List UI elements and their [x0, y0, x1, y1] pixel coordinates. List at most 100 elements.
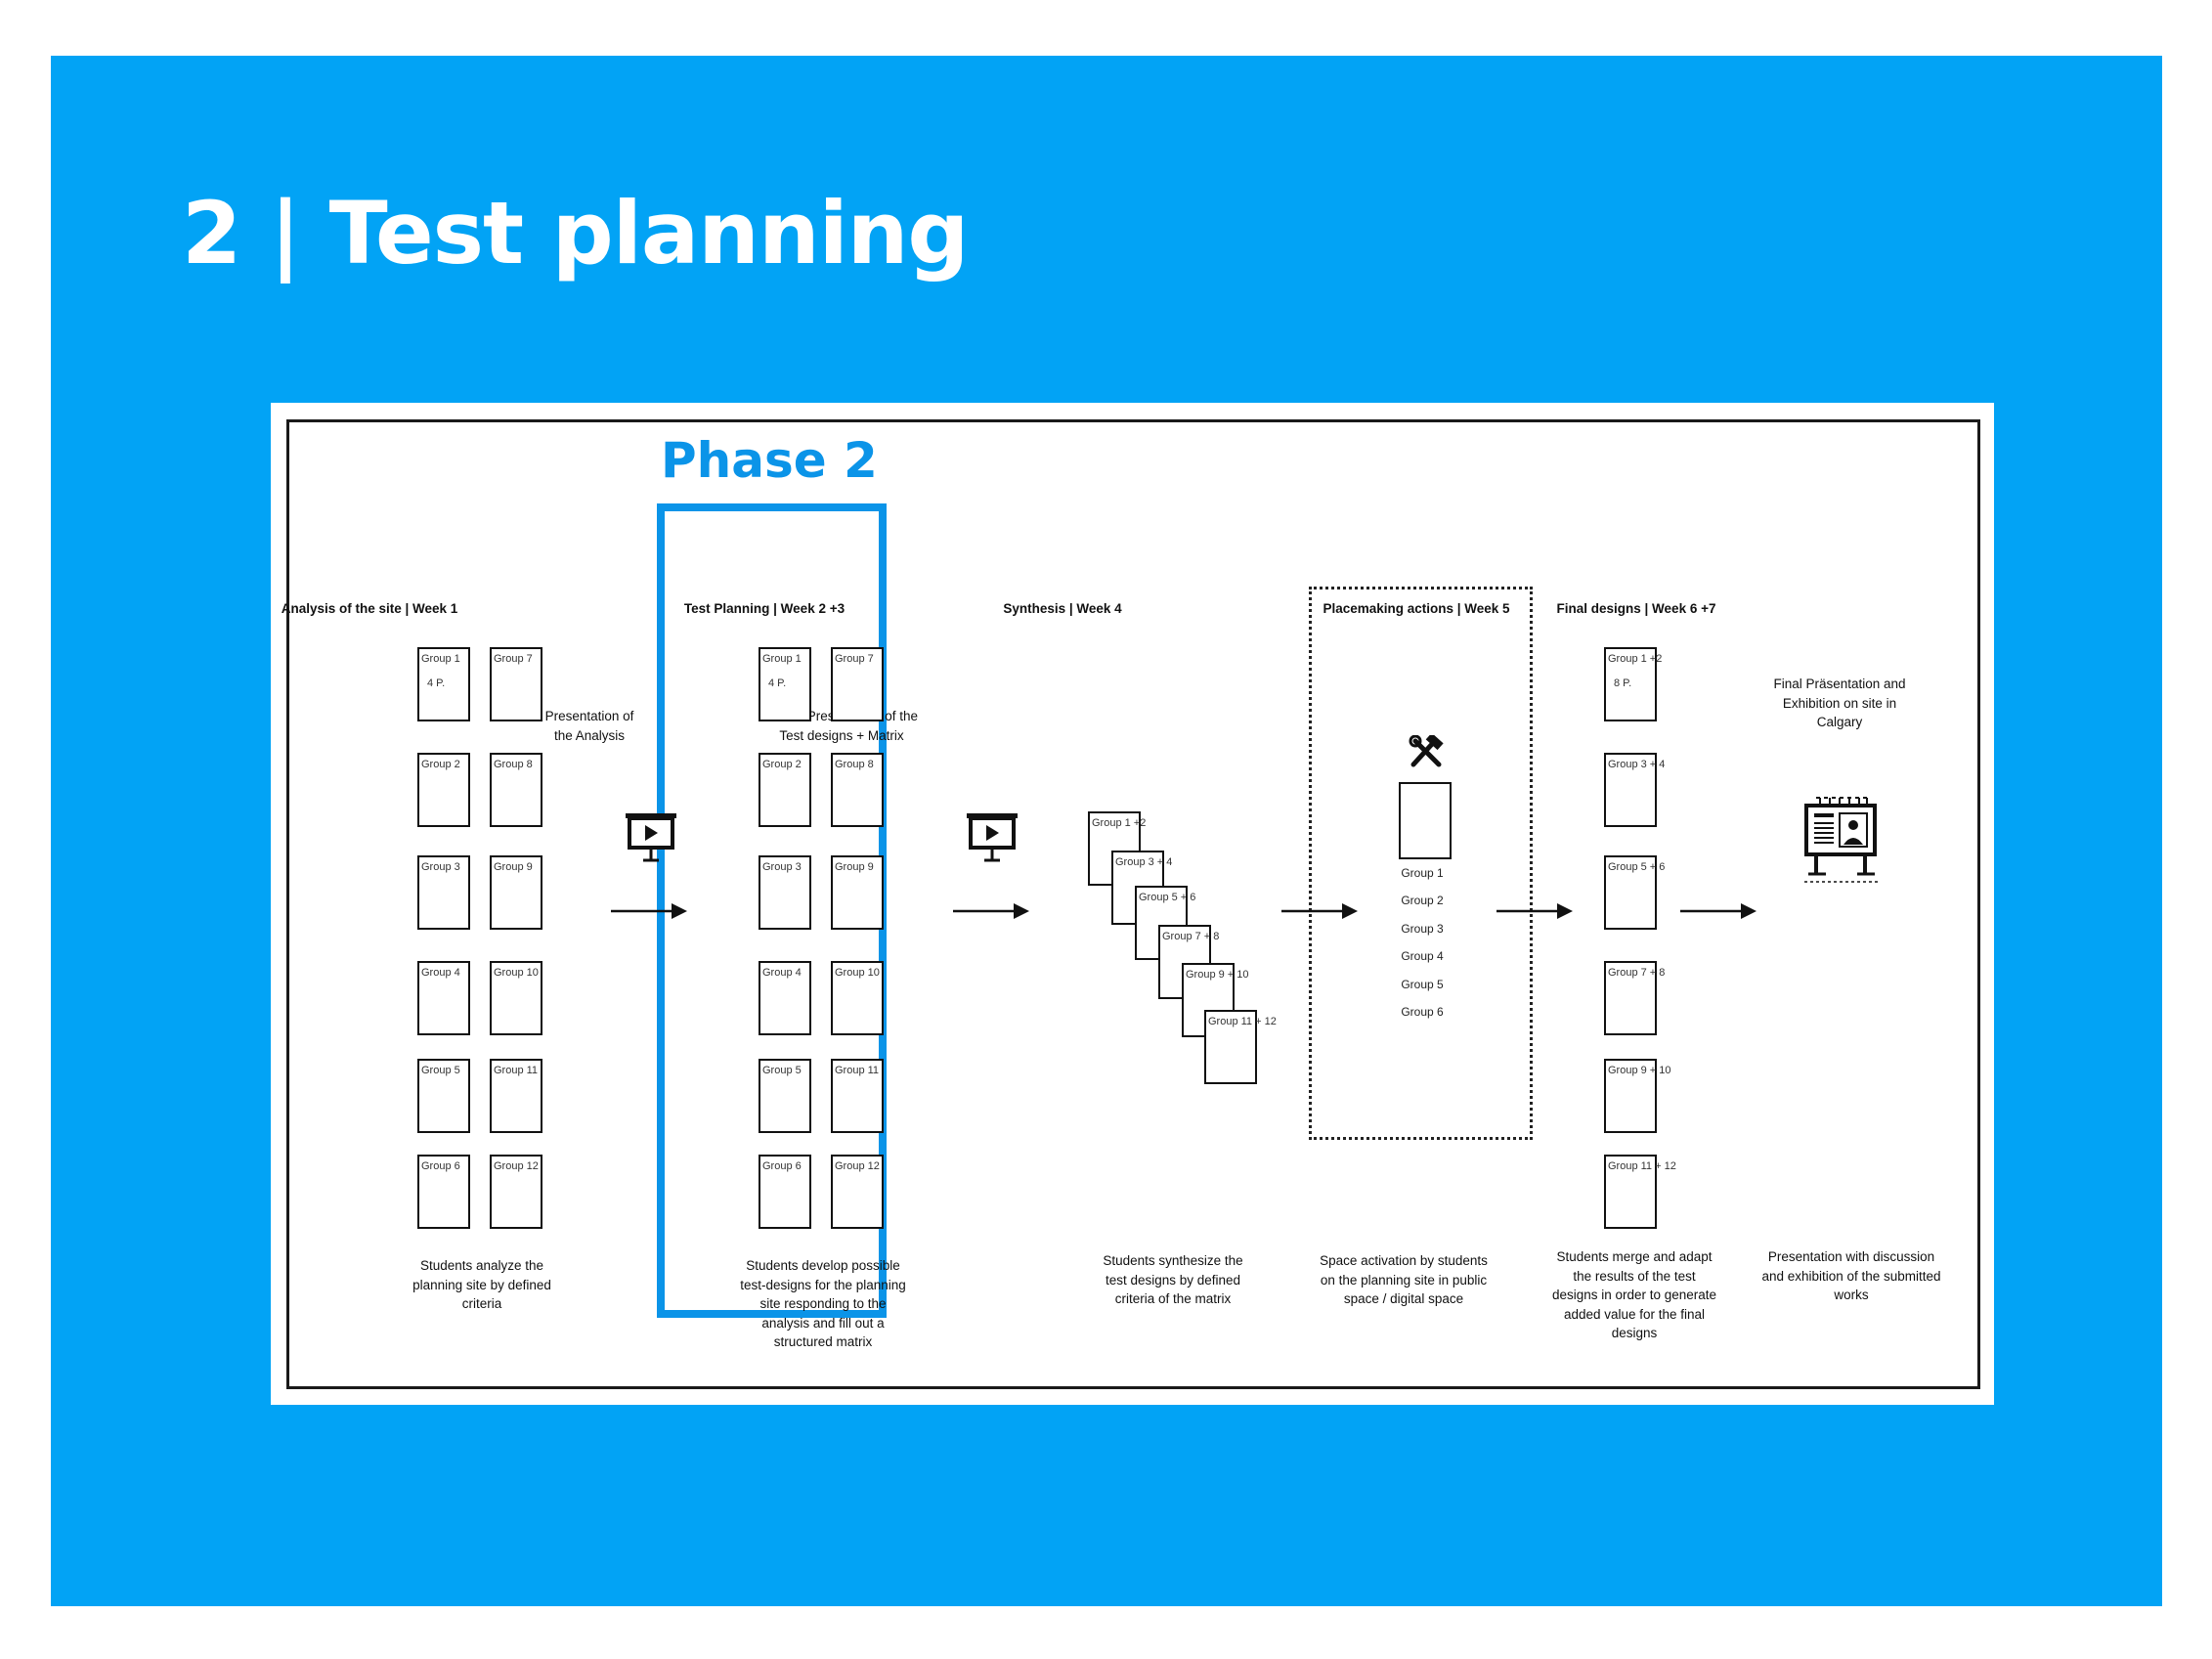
group-label: Group 6 — [421, 1160, 460, 1172]
group-card: Group 8 — [831, 753, 884, 827]
placemaking-dotted-box — [1309, 587, 1533, 1140]
group-label: Group 8 — [494, 759, 533, 770]
description-synthesis: Students synthesize the test designs by … — [1103, 1253, 1243, 1306]
flow-arrow — [953, 903, 1029, 919]
group-label: Group 7 — [494, 653, 533, 665]
group-card: Group 9 + 10 — [1604, 1059, 1671, 1133]
group-label: Group 12 — [835, 1160, 880, 1172]
group-card: Group 4 — [759, 961, 811, 1035]
heading-analysis: Analysis of the site | Week 1 — [281, 601, 458, 616]
heading-test-planning: Test Planning | Week 2 +3 — [683, 601, 846, 616]
group-card: Group 12 — [490, 1155, 542, 1229]
group-label: Group 10 — [494, 967, 539, 979]
group-label: Group 11 + 12 — [1608, 1160, 1676, 1172]
group-label: Group 2 — [421, 759, 460, 770]
slide-title: 2 | Test planning — [182, 183, 969, 284]
group-card: Group 11 + 12 — [1604, 1155, 1676, 1229]
group-card: Group 3 — [759, 855, 811, 930]
group-label: Group 10 — [835, 967, 880, 979]
synthesis-group-card: Group 11 + 12 — [1204, 1010, 1277, 1084]
projector-icon — [626, 813, 676, 862]
group-label: Group 11 — [494, 1065, 539, 1076]
diagram-frame — [286, 419, 1980, 1389]
group-label: Group 7 + 8 — [1608, 967, 1666, 979]
group-label: Group 3 + 4 — [1608, 759, 1666, 770]
description-exhibition: Presentation with discussion and exhibit… — [1761, 1249, 1941, 1302]
description-analysis: Students analyze the planning site by de… — [412, 1258, 551, 1311]
placemaking-group-label: Group 1 — [1401, 866, 1444, 880]
process-diagram: Phase 2 Analysis of the site | Week 1 Te… — [271, 403, 1994, 1405]
flow-arrow — [611, 903, 687, 919]
group-label: Group 1 +2 — [1092, 817, 1147, 829]
group-card: Group 10 — [831, 961, 884, 1035]
group-label: Group 3 + 4 — [1115, 856, 1173, 868]
group-card: Group 5 — [759, 1059, 811, 1133]
group-card: Group 9 — [831, 855, 884, 930]
group-label: Group 7 — [835, 653, 874, 665]
group-label: Group 11 + 12 — [1208, 1016, 1277, 1027]
heading-final-designs: Final designs | Week 6 +7 — [1556, 601, 1716, 616]
group-label: Group 12 — [494, 1160, 539, 1172]
group-card: Group 8 — [490, 753, 542, 827]
hammer-wrench-icon — [1409, 735, 1444, 767]
exhibition-label: Final Präsentation and Exhibition on sit… — [1773, 677, 1906, 729]
group-card: Group 1 +2 8 P. — [1604, 647, 1662, 721]
group-label: Group 1 — [762, 653, 802, 665]
group-label: Group 3 — [421, 861, 460, 873]
group-card: Group 3 — [417, 855, 470, 930]
group-label: Group 9 + 10 — [1186, 969, 1249, 981]
placemaking-group-label: Group 4 — [1401, 949, 1444, 963]
group-card: Group 12 — [831, 1155, 884, 1229]
group-card: Group 2 — [417, 753, 470, 827]
group-label: Group 5 — [762, 1065, 802, 1076]
group-card: Group 5 — [417, 1059, 470, 1133]
group-card: Group 2 — [759, 753, 811, 827]
group-label: Group 5 + 6 — [1139, 892, 1196, 903]
heading-placemaking: Placemaking actions | Week 5 — [1323, 601, 1510, 616]
group-label: Group 4 — [421, 967, 460, 979]
persons-label: 8 P. — [1614, 677, 1632, 689]
group-label: Group 11 — [835, 1065, 880, 1076]
group-label: Group 9 + 10 — [1608, 1065, 1671, 1076]
placemaking-group-label: Group 2 — [1401, 894, 1444, 907]
group-label: Group 1 +2 — [1608, 653, 1663, 665]
group-card: Group 11 — [490, 1059, 542, 1133]
group-label: Group 3 — [762, 861, 802, 873]
group-card: Group 10 — [490, 961, 542, 1035]
group-card: Group 3 + 4 — [1604, 753, 1665, 827]
group-label: Group 6 — [762, 1160, 802, 1172]
exhibition-board-icon — [1804, 797, 1879, 883]
group-card: Group 11 — [831, 1059, 884, 1133]
placemaking-group-label: Group 6 — [1401, 1005, 1444, 1019]
group-card: Group 7 + 8 — [1604, 961, 1665, 1035]
group-card: Group 9 — [490, 855, 542, 930]
heading-synthesis: Synthesis | Week 4 — [1003, 601, 1122, 616]
group-card: Group 7 — [831, 647, 884, 721]
description-test-planning: Students develop possible test-designs f… — [740, 1258, 906, 1349]
placemaking-group-label: Group 3 — [1401, 922, 1444, 936]
projector-icon — [967, 813, 1018, 862]
group-label: Group 5 + 6 — [1608, 861, 1666, 873]
group-card: Group 4 — [417, 961, 470, 1035]
placemaking-board — [1399, 782, 1452, 859]
group-label: Group 5 — [421, 1065, 460, 1076]
group-card: Group 5 + 6 — [1604, 855, 1665, 930]
description-final-designs: Students merge and adapt the results of … — [1551, 1249, 1717, 1340]
group-label: Group 1 — [421, 653, 460, 665]
description-placemaking: Space activation by students on the plan… — [1320, 1253, 1488, 1306]
group-card: Group 6 — [759, 1155, 811, 1229]
placemaking-group-label: Group 5 — [1401, 978, 1444, 991]
group-label: Group 9 — [835, 861, 874, 873]
presentation-analysis-label: Presentation of the Analysis — [544, 709, 634, 743]
persons-label: 4 P. — [768, 677, 787, 689]
group-card: Group 7 — [490, 647, 542, 721]
flow-arrow — [1281, 903, 1358, 919]
group-label: Group 2 — [762, 759, 802, 770]
slide-background: 2 | Test planning Phase 2 Analysis of th… — [51, 56, 2162, 1606]
group-label: Group 4 — [762, 967, 802, 979]
group-label: Group 7 + 8 — [1162, 931, 1220, 942]
flow-arrow — [1680, 903, 1757, 919]
group-card: Group 1 4 P. — [759, 647, 811, 721]
group-label: Group 9 — [494, 861, 533, 873]
